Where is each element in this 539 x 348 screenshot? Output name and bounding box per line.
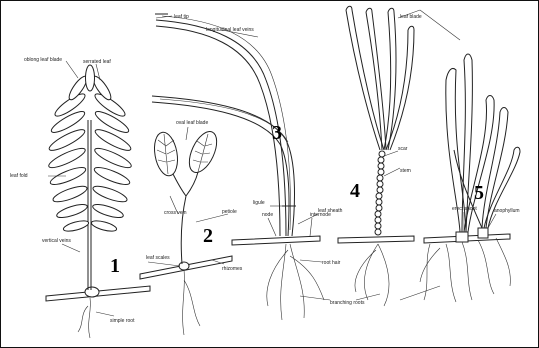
label-vertical-veins: vertical veins [42,238,71,244]
plant-2 [140,127,232,335]
plant-4 [338,6,414,306]
label-leaf-scales: leaf scales [146,255,170,261]
label-longitudinal-leaf-veins: longitudinal leaf veins [206,27,254,33]
plant-3 [152,14,324,320]
plant-5 [420,54,520,302]
label-stem: stem [400,168,411,174]
number-4: 4 [350,180,360,202]
plant-2-petiole [181,196,186,264]
label-root-hair: root hair [322,260,341,266]
label-erect-shoot: erect shoot [452,206,477,212]
plant-4-stem [375,151,385,235]
label-ligule: ligule [253,200,265,206]
label-leaf-tip: leaf tip [174,14,189,20]
label-serrated-leaf: serrated leaf [83,59,111,65]
label-internode: internode [310,212,331,218]
plant-3-rhizome [232,236,320,245]
plant-3-leaf-a [156,20,286,236]
plant-1 [46,65,150,338]
number-2: 2 [203,225,213,247]
label-rhizomes: rhizomes [222,266,243,272]
number-5: 5 [474,182,484,204]
label-oval-leaf-blade: oval leaf blade [176,120,208,126]
label-branching-roots: branching roots [330,300,365,306]
label-simple-root: simple root [110,318,135,324]
label-oblong-leaf-blade: oblong leaf blade [24,57,62,63]
label-leaf-fold: leaf fold [10,173,28,179]
plant-1-root [89,298,91,338]
plant-4-rhizome [338,236,414,243]
label-cross-vein: cross vein [164,210,187,216]
label-scar: scar [398,146,408,152]
labels: leaf tip longitudinal leaf veins leaf bl… [10,14,520,324]
number-3: 3 [272,122,282,144]
label-anophyllum: anophyllum [494,208,520,214]
label-leaf-blade: leaf blade [400,14,422,20]
plant-1-node [85,287,99,297]
label-petiole: petiole [222,209,237,215]
label-node: node [262,212,273,218]
number-1: 1 [110,255,120,277]
plant-1-leaflets [47,65,133,233]
